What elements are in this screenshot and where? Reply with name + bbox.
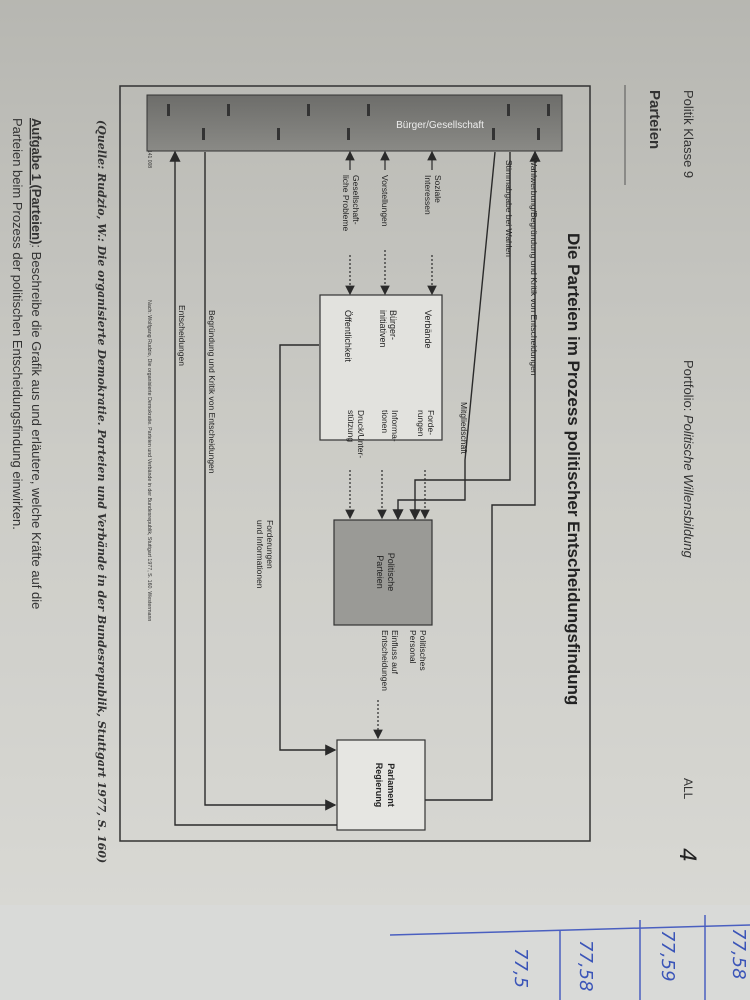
citizens-box bbox=[146, 94, 563, 152]
level-label: ALL bbox=[681, 778, 695, 800]
section-title: Parteien bbox=[646, 90, 663, 149]
task-text-line2: Parteien beim Prozess der politischen En… bbox=[10, 118, 25, 530]
citizens-box-label: Bürger/Gesellschaft bbox=[396, 120, 484, 131]
association-output-pressure: Druck/Unter-stützung bbox=[346, 410, 366, 458]
citizen-arrows-decoration bbox=[167, 104, 550, 140]
portfolio-label: Portfolio: Politische Willensbildung bbox=[681, 360, 696, 559]
party-output-personnel: PolitischesPersonal bbox=[408, 630, 428, 671]
diagram-frame bbox=[119, 85, 591, 842]
parties-box bbox=[333, 519, 433, 626]
notebook-tab-number: 77,58 bbox=[575, 940, 596, 992]
diagram-title: Die Parteien im Prozess politischer Ents… bbox=[564, 233, 583, 705]
citizen-input-ideas: Vorstellungen bbox=[380, 175, 390, 227]
citizen-input-social-problems: Gesellschaft-liche Probleme bbox=[341, 175, 361, 231]
notebook-tab-number: 77,59 bbox=[657, 930, 678, 982]
association-output-demands: Forde-rungen bbox=[416, 410, 436, 437]
demands-flow-line bbox=[279, 344, 337, 756]
diagram-credit: Nach: Wolfgang Rudzio, Die organisierte … bbox=[146, 300, 152, 621]
parliament-government-label: ParlamentRegierung bbox=[374, 763, 396, 808]
handwritten-page-number: 4 bbox=[674, 848, 699, 862]
justification-flow-label: Begründung und Kritik von Entscheidungen bbox=[207, 310, 217, 474]
party-output-influence: Einfluss aufEntscheidungen bbox=[380, 630, 400, 691]
course-label: Politik Klasse 9 bbox=[681, 90, 696, 178]
association-output-information: Informa-tionen bbox=[380, 410, 400, 442]
associations-box-label: VerbändeBürger-initiativenÖffentlichkeit bbox=[343, 310, 433, 362]
notebook-tab-number: 77,5 bbox=[510, 948, 531, 988]
diagram-code: 141 008 bbox=[146, 150, 152, 168]
decisions-flow-label: Entscheidungen bbox=[177, 305, 187, 366]
notebook-tab-number: 77,58 bbox=[728, 928, 749, 980]
task-text: Aufgabe 1 (Parteien): Beschreibe die Gra… bbox=[29, 118, 44, 609]
membership-flow-line bbox=[392, 151, 496, 521]
campaign-flow-line bbox=[425, 150, 541, 801]
membership-flow-label: Mitgliedschaft bbox=[459, 402, 469, 455]
source-citation: (Quelle: Rudzio, W.: Die organisierte De… bbox=[95, 120, 108, 863]
decisions-flow-line bbox=[169, 150, 337, 826]
voting-flow-label: Stimmabgabe bei Wahlen bbox=[504, 160, 514, 257]
associations-box bbox=[319, 294, 443, 441]
parliament-government-box bbox=[336, 739, 426, 831]
worksheet-page: Politik Klasse 9 Portfolio: Politische W… bbox=[0, 0, 750, 905]
demands-flow-label: Forderungenund Informationen bbox=[255, 520, 275, 589]
parties-box-label: PolitischeParteien bbox=[375, 553, 396, 592]
notebook-tabs: 77,58 77,5 77,59 77,58 bbox=[389, 915, 750, 1000]
justification-flow-line bbox=[204, 152, 337, 811]
citizen-input-social-interests: SozialeInteressen bbox=[423, 175, 443, 215]
campaign-flow-label: Wahlwerbung/Begründung und Kritik von En… bbox=[529, 158, 539, 376]
